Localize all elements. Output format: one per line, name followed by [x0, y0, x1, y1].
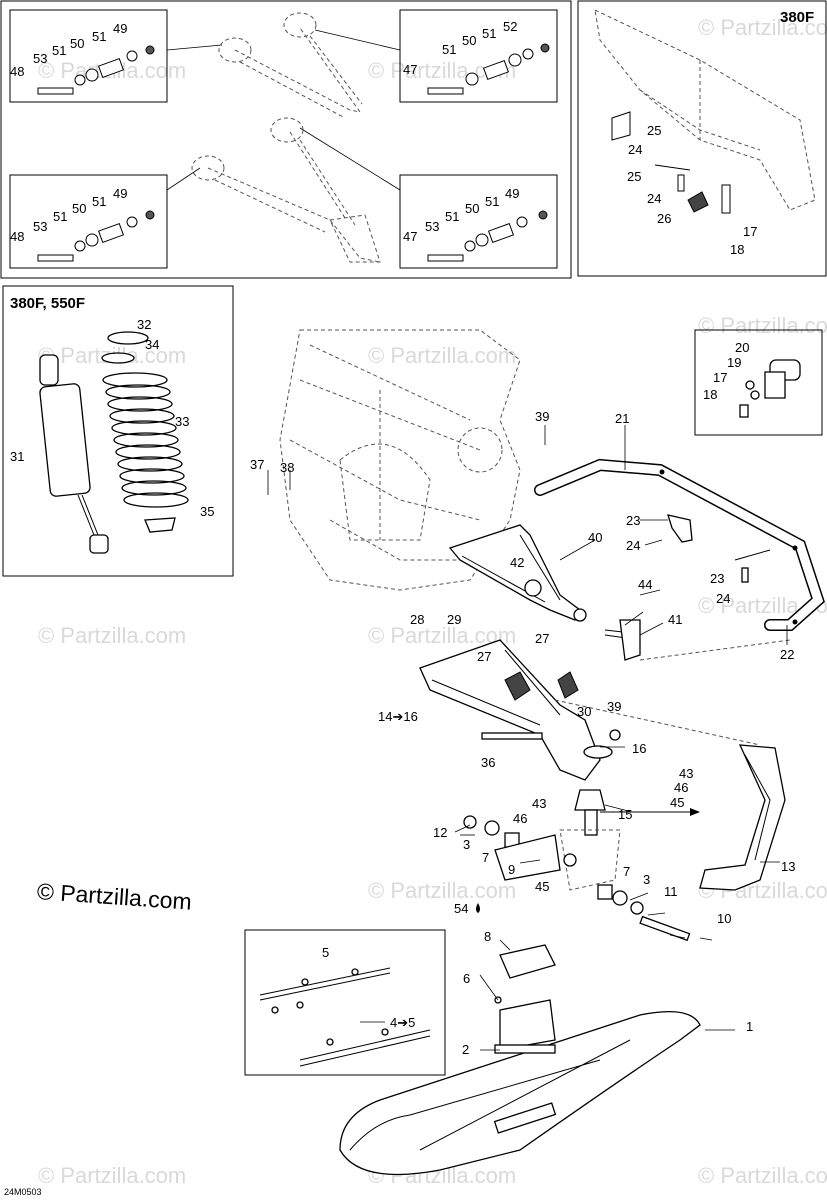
part-label: 36 [481, 755, 496, 770]
part-label: 50 [462, 33, 477, 48]
part-label: 30 [577, 704, 592, 719]
part-label: 43 [679, 766, 694, 781]
part-label: 32 [137, 317, 152, 332]
part-label: 24 [647, 191, 662, 206]
part-label: 23 [710, 571, 725, 586]
part-label: 49 [505, 186, 520, 201]
part-label: 7 [482, 850, 490, 865]
watermark: © Partzilla.com [368, 878, 517, 903]
part-label: 27 [535, 631, 550, 646]
part-label: 51 [445, 209, 460, 224]
part-label: 31 [10, 449, 25, 464]
part-label: 52 [503, 19, 518, 34]
part-label: 24 [628, 142, 643, 157]
part-label: 6 [463, 971, 471, 986]
part-label: 53 [425, 219, 440, 234]
part-label: 42 [510, 555, 525, 570]
part-label: 47 [403, 62, 418, 77]
part-label: 46 [513, 811, 528, 826]
part-label: 25 [627, 169, 642, 184]
part-label: 51 [92, 194, 107, 209]
part-label: 20 [735, 340, 750, 355]
part-label: 46 [674, 780, 689, 795]
part-label: 24 [716, 591, 731, 606]
part-label: 17 [743, 224, 758, 239]
watermark: © Partzilla.com [38, 1163, 187, 1188]
part-label: 35 [200, 504, 215, 519]
part-label: 53 [33, 219, 48, 234]
part-label: 50 [465, 201, 480, 216]
part-label: 7 [623, 864, 631, 879]
part-label: 11 [664, 884, 678, 899]
part-label: 26 [657, 211, 672, 226]
part-label: 49 [113, 21, 128, 36]
part-label: 40 [588, 530, 603, 545]
part-label: 41 [668, 612, 683, 627]
watermark: © Partzilla.com [38, 623, 187, 648]
part-label: 51 [92, 29, 107, 44]
part-label: 51 [52, 43, 67, 58]
part-label: 51 [482, 26, 497, 41]
part-label: 3 [463, 837, 471, 852]
part-label: 50 [70, 36, 85, 51]
part-label: 19 [727, 355, 742, 370]
part-label: 39 [535, 409, 550, 424]
part-label: 54 [454, 901, 469, 916]
part-label: 18 [703, 387, 718, 402]
part-label: 47 [403, 229, 418, 244]
watermark: © Partzilla.com [698, 1163, 827, 1188]
part-label: 8 [484, 929, 492, 944]
part-label: 50 [72, 201, 87, 216]
part-label: 14➔16 [378, 709, 418, 724]
part-label: 45 [535, 879, 550, 894]
part-label: 2 [462, 1042, 470, 1057]
part-label: 15 [618, 807, 633, 822]
part-label: 48 [10, 229, 25, 244]
part-label: 12 [433, 825, 448, 840]
part-label: 13 [781, 859, 796, 874]
part-label: 16 [632, 741, 647, 756]
part-label: 3 [643, 872, 651, 887]
part-label: 22 [780, 647, 795, 662]
part-label: 33 [175, 414, 190, 429]
part-label: 51 [485, 194, 500, 209]
part-label: 51 [53, 209, 68, 224]
part-label: 5 [322, 945, 330, 960]
watermark: © Partzilla.com [368, 343, 517, 368]
part-label: 48 [10, 64, 25, 79]
watermark: © Partzilla.com [698, 313, 827, 338]
part-label: 44 [638, 577, 653, 592]
part-label: 37 [250, 457, 265, 472]
part-label: 38 [280, 460, 295, 475]
part-label: 17 [713, 370, 728, 385]
part-label: 18 [730, 242, 745, 257]
part-label: 10 [717, 911, 732, 926]
part-label: 4➔5 [390, 1015, 416, 1030]
part-label: 53 [33, 51, 48, 66]
part-label: 21 [615, 411, 630, 426]
part-label: 9 [508, 862, 516, 877]
part-label: 51 [442, 42, 457, 57]
part-label: 28 [410, 612, 425, 627]
part-label: 24 [626, 538, 641, 553]
part-label: 34 [145, 337, 160, 352]
diagram-reference: 24M0503 [4, 1187, 42, 1197]
part-label: 45 [670, 795, 685, 810]
panel-title-380f-550f: 380F, 550F [10, 295, 86, 312]
panel-title-380f: 380F [780, 9, 815, 26]
part-label: 27 [477, 649, 492, 664]
part-label: 23 [626, 513, 641, 528]
part-label: 25 [647, 123, 662, 138]
watermark: © Partzilla.com [698, 15, 827, 40]
part-label: 1 [746, 1019, 754, 1034]
part-label: 29 [447, 612, 462, 627]
part-label: 39 [607, 699, 622, 714]
part-label: 43 [532, 796, 547, 811]
part-label: 49 [113, 186, 128, 201]
